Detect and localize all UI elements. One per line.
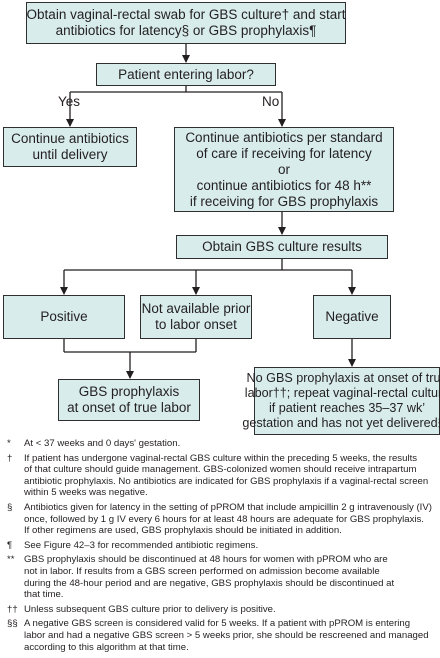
footnote-mark: †† xyxy=(7,603,18,615)
negative-box: Negative xyxy=(313,295,391,339)
yes-box-line-2: until delivery xyxy=(32,147,108,162)
footnote-text: Antibiotics given for latency in the set… xyxy=(24,501,432,537)
footnote-regimens: ¶ See Figure 42–3 for recommended antibi… xyxy=(4,540,436,552)
no-box-line-4: continue antibiotics for 48 h** xyxy=(196,177,372,193)
footnote-prior-culture: † If patient has undergone vaginal-recta… xyxy=(4,453,436,499)
footnote-discontinue: ** GBS prophylaxis should be discontinue… xyxy=(4,554,436,600)
footnote-subsequent-culture: †† Unless subsequent GBS culture prior t… xyxy=(4,604,436,616)
no-box-line-5: if receiving for GBS prophylaxis xyxy=(189,193,379,209)
footnote-text: Unless subsequent GBS culture prior to d… xyxy=(24,603,276,615)
continue-per-standard-box: Continue antibiotics per standard of car… xyxy=(174,127,394,212)
prophylaxis-line-1: GBS prophylaxis xyxy=(78,384,180,399)
start-line-1: Obtain vaginal-rectal swab for GBS cultu… xyxy=(26,7,346,22)
no-box-line-3: or xyxy=(277,161,290,177)
no-label: No xyxy=(262,94,280,109)
not-available-line-1: Not available prior xyxy=(141,301,251,316)
prophylaxis-line-2: at onset of true labor xyxy=(67,400,191,415)
positive-text: Positive xyxy=(40,309,88,324)
no-prophylaxis-line-4: gestation and has not yet delivered§§ xyxy=(242,416,440,430)
no-prophylaxis-line-2: labor††; repeat vaginal-rectal culture xyxy=(244,386,440,400)
question-text: Patient entering labor? xyxy=(118,66,254,82)
start-box: Obtain vaginal-rectal swab for GBS cultu… xyxy=(26,2,346,44)
footnote-screen-validity: §§ A negative GBS screen is considered v… xyxy=(4,618,436,653)
not-available-line-2: to labor onset xyxy=(155,317,237,332)
footnote-text: If patient has undergone vaginal-rectal … xyxy=(24,452,429,499)
no-prophylaxis-line-3: if patient reaches 35–37 wk’ xyxy=(268,401,426,415)
footnote-text: At < 37 weeks and 0 days' gestation. xyxy=(24,438,181,449)
start-line-2: antibiotics for latency§ or GBS prophyla… xyxy=(55,23,317,38)
no-box-line-1: Continue antibiotics per standard xyxy=(185,129,383,145)
question-box: Patient entering labor? xyxy=(96,63,276,86)
yes-box-line-1: Continue antibiotics xyxy=(11,131,129,146)
continue-until-delivery-box: Continue antibiotics until delivery xyxy=(3,127,137,167)
no-box-line-2: of care if receiving for latency xyxy=(196,145,372,161)
footnote-mark: ¶ xyxy=(7,539,13,551)
footnote-text: A negative GBS screen is considered vali… xyxy=(24,618,429,653)
negative-text: Negative xyxy=(325,309,379,324)
positive-box: Positive xyxy=(3,295,125,339)
results-text: Obtain GBS culture results xyxy=(202,239,362,254)
not-available-box: Not available prior to labor onset xyxy=(140,295,252,339)
results-box: Obtain GBS culture results xyxy=(176,235,388,259)
footnote-mark: ** xyxy=(7,554,15,566)
footnote-mark: § xyxy=(7,501,13,513)
gbs-prophylaxis-box: GBS prophylaxis at onset of true labor xyxy=(58,379,200,421)
flowchart-connectors xyxy=(60,44,356,379)
yes-label: Yes xyxy=(58,94,81,109)
footnote-latency-definition: * At < 37 weeks and 0 days' gestation. xyxy=(4,438,436,450)
footnote-text: GBS prophylaxis should be discontinued a… xyxy=(24,554,395,601)
footnote-latency-antibiotics: § Antibiotics given for latency in the s… xyxy=(4,502,436,537)
footnotes: * At < 37 weeks and 0 days' gestation. †… xyxy=(4,438,436,656)
footnote-text: See Figure 42–3 for recommended antibiot… xyxy=(24,539,259,551)
footnote-mark: † xyxy=(7,452,13,464)
no-gbs-prophylaxis-box: No GBS prophylaxis at onset of true labo… xyxy=(242,367,440,435)
no-prophylaxis-line-1: No GBS prophylaxis at onset of true xyxy=(246,371,440,385)
footnote-mark: * xyxy=(7,438,11,449)
footnote-mark: §§ xyxy=(7,618,18,630)
